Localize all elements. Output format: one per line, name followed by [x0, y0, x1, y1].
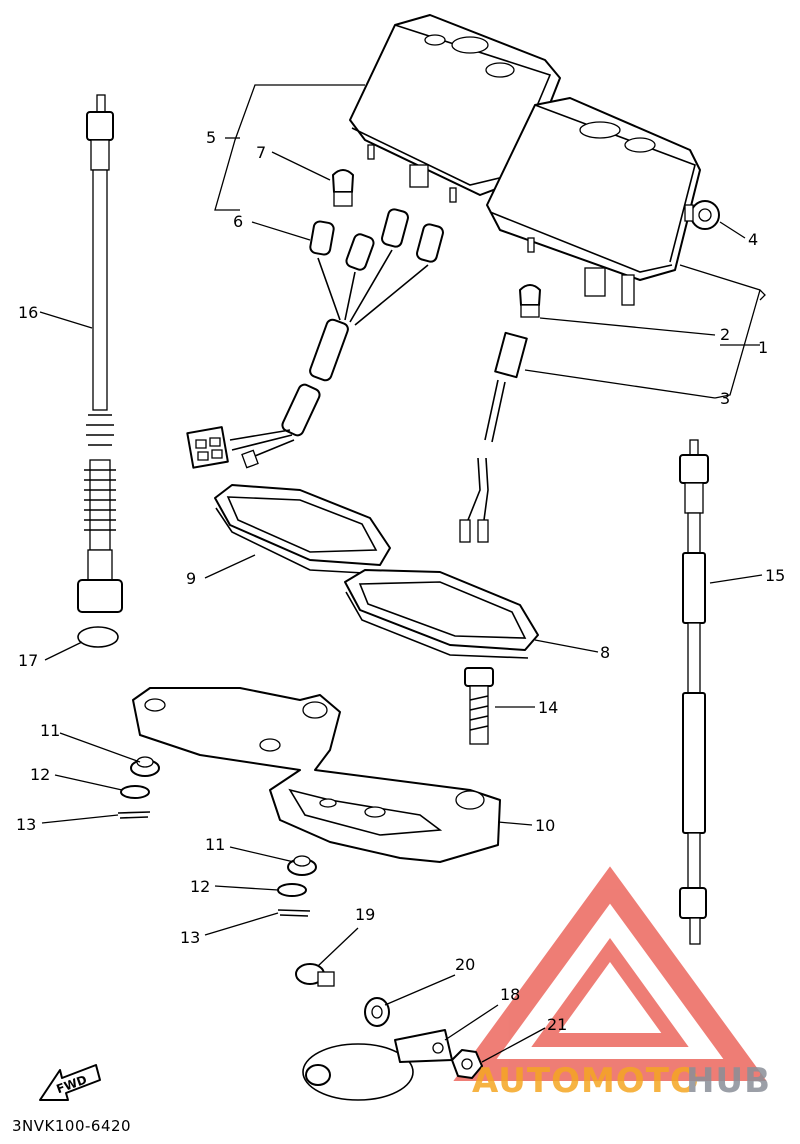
washer-12-lower	[277, 883, 307, 897]
clamp-18	[302, 1029, 453, 1101]
callout-5: 5	[206, 128, 216, 147]
leader-lines	[39, 84, 766, 1063]
gasket-9	[214, 484, 391, 575]
callout-13-lower: 13	[180, 928, 200, 947]
callout-13-upper: 13	[16, 815, 36, 834]
watermark-text: AUTOMOTO HUB	[472, 1061, 771, 1101]
callout-7: 7	[256, 143, 266, 162]
bolt-14	[464, 667, 494, 745]
callout-2: 2	[720, 325, 730, 344]
callout-6: 6	[233, 212, 243, 231]
washer-12-upper	[120, 785, 150, 799]
grommet-11-upper	[130, 756, 160, 777]
fwd-arrow-icon: FWD	[39, 1064, 101, 1101]
callout-20: 20	[455, 955, 475, 974]
grommet-11-lower	[287, 855, 317, 876]
callout-21: 21	[547, 1015, 567, 1034]
callout-3: 3	[720, 389, 730, 408]
callout-17: 17	[18, 651, 38, 670]
callout-1: 1	[758, 338, 768, 357]
bulb-socket-3	[459, 331, 528, 543]
meter-cable-16	[77, 94, 123, 613]
callout-15: 15	[765, 566, 785, 585]
clip-13-lower	[277, 909, 311, 917]
clip-13-upper	[117, 811, 151, 819]
callout-11-lower: 11	[205, 835, 225, 854]
callout-14: 14	[538, 698, 558, 717]
callout-18: 18	[500, 985, 520, 1004]
reset-knob	[684, 200, 720, 230]
watermark-part2: HUB	[686, 1061, 771, 1101]
callout-labels: 1 2 3 4 5 6 7 8 9 10 11 11 12 12 13 13 1…	[16, 128, 785, 1034]
o-ring-17	[77, 626, 119, 648]
callout-19: 19	[355, 905, 375, 924]
callout-12-lower: 12	[190, 877, 210, 896]
watermark-logo	[453, 866, 767, 1081]
callout-9: 9	[186, 569, 196, 588]
callout-11-upper: 11	[40, 721, 60, 740]
upper-meter-housing	[349, 14, 561, 203]
lower-meter-housing	[486, 97, 701, 306]
watermark-part1: AUTOMOTO	[472, 1061, 700, 1101]
diagram-code: 3NVK100-6420	[12, 1117, 131, 1135]
wire-harness-6	[186, 208, 444, 469]
nut-21	[451, 1049, 483, 1079]
callout-4: 4	[748, 230, 758, 249]
bulb-2	[519, 284, 541, 318]
callout-16: 16	[18, 303, 38, 322]
screw-19	[295, 963, 335, 987]
meter-bracket-10	[132, 687, 501, 863]
callout-10: 10	[535, 816, 555, 835]
bulb-7	[332, 169, 354, 207]
collar-20	[364, 997, 390, 1027]
callout-8: 8	[600, 643, 610, 662]
gasket-8	[344, 569, 539, 659]
callout-12-upper: 12	[30, 765, 50, 784]
meter-cable-15	[679, 439, 709, 945]
